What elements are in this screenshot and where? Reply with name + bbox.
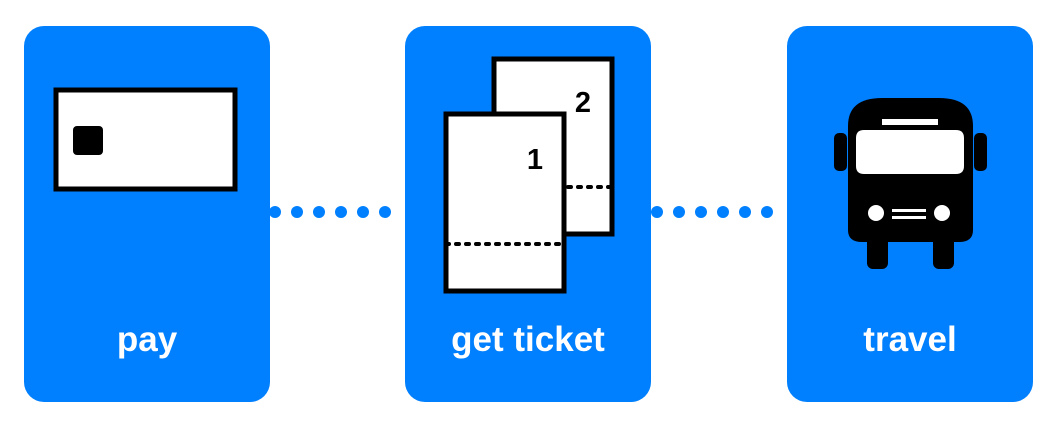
step-label-travel: travel (863, 320, 957, 359)
step-travel: travel (787, 26, 1033, 402)
connector-dot (357, 206, 369, 218)
connector-dot (269, 206, 281, 218)
connector-dot (651, 206, 663, 218)
connector-dot (717, 206, 729, 218)
ticket-number-back: 2 (575, 87, 591, 119)
connector-dot (739, 206, 751, 218)
connector-dot (761, 206, 773, 218)
connector-dot (379, 206, 391, 218)
connector-dot (335, 206, 347, 218)
step-pay: pay (24, 26, 270, 402)
connector-dot (313, 206, 325, 218)
step-label-get-ticket: get ticket (451, 320, 605, 359)
credit-card-icon (53, 87, 238, 192)
bus-icon (834, 98, 987, 269)
connector-pay-to-ticket (269, 206, 391, 218)
step-get-ticket: 2 1 get ticket (405, 26, 651, 402)
ticket-number-front: 1 (527, 144, 543, 176)
step-label-pay: pay (116, 320, 178, 359)
connector-dot (695, 206, 707, 218)
connector-ticket-to-travel (651, 206, 773, 218)
ticket-front (443, 111, 567, 294)
connector-dot (291, 206, 303, 218)
connector-dot (673, 206, 685, 218)
tickets-icon: 2 1 (443, 56, 615, 294)
